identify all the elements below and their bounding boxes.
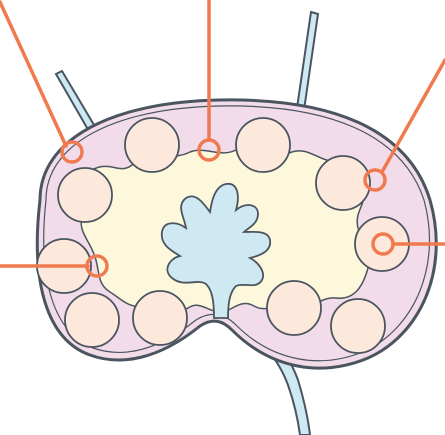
node <box>58 168 112 222</box>
node <box>267 281 321 335</box>
node <box>125 118 179 172</box>
node <box>133 291 187 345</box>
left-vessel <box>56 71 97 133</box>
pointer-line-top-right <box>382 60 445 172</box>
node <box>65 293 119 347</box>
node <box>236 118 290 172</box>
node <box>331 299 385 353</box>
right-vessel <box>297 12 318 110</box>
node <box>316 156 370 210</box>
